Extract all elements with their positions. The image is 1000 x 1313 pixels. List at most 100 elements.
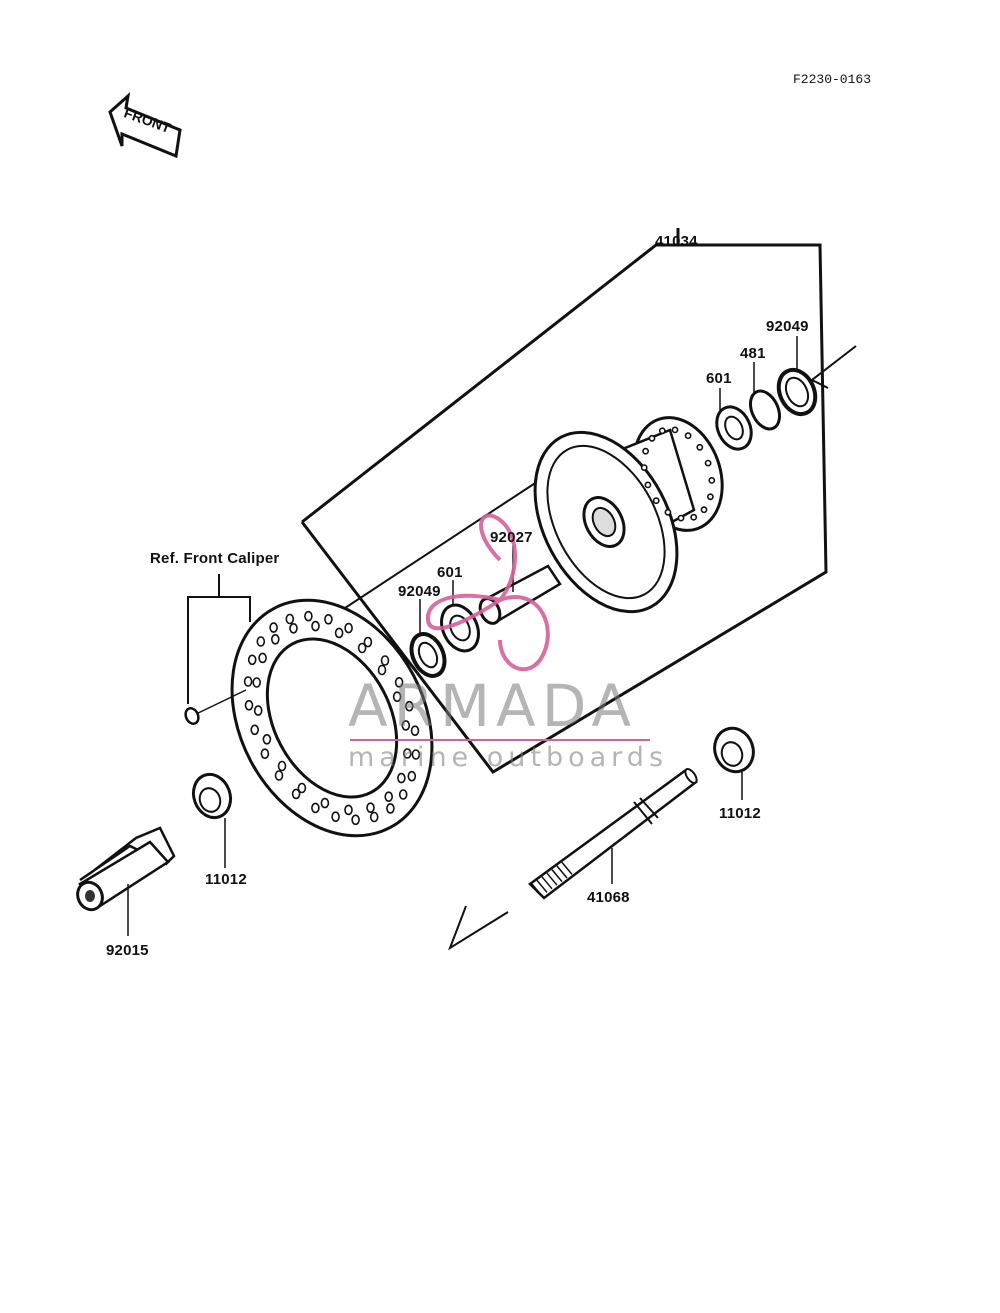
disc-hole — [277, 760, 287, 772]
disc-hole — [404, 700, 414, 712]
part-label-601-right: 601 — [706, 370, 732, 387]
part-label-601-left: 601 — [437, 564, 463, 581]
watermark-tagline: marine outboards — [348, 742, 669, 773]
disc-hole — [304, 610, 313, 622]
hub-hole — [658, 427, 666, 435]
axle-41068 — [528, 768, 698, 900]
hub-hole — [707, 493, 714, 501]
axis-line — [344, 471, 553, 609]
hub-hole — [640, 464, 648, 471]
disc-hole — [334, 627, 344, 639]
circlip-481 — [748, 389, 782, 431]
disc-hole — [344, 804, 353, 816]
axle-thread-line — [561, 861, 573, 875]
brake-disc — [230, 598, 434, 838]
disc-hole — [363, 636, 373, 648]
disc-hole — [386, 803, 395, 814]
hub-hole — [664, 508, 672, 516]
bearing-601-right — [715, 405, 753, 451]
axle-thread-line — [551, 869, 563, 883]
collar-11012-left — [191, 772, 233, 868]
axle-thread-line — [541, 876, 553, 890]
disc-hole — [311, 620, 320, 632]
disc-hole — [311, 802, 320, 814]
disc-hole — [297, 782, 307, 794]
hub-hole — [648, 434, 656, 442]
seal-92049-top — [776, 367, 818, 417]
disc-hole — [344, 622, 353, 634]
part-label-11012-right: 11012 — [719, 805, 761, 822]
axle-thread-line — [556, 865, 568, 879]
disc-hole — [269, 622, 278, 633]
disc-hole — [351, 814, 360, 826]
hub-hole — [644, 481, 652, 489]
disc-hole — [256, 636, 266, 647]
disc-hole — [377, 664, 387, 676]
hub-hole — [708, 476, 716, 484]
disc-hole — [411, 749, 421, 760]
direction-marker-top — [810, 345, 857, 389]
disc-hole — [285, 613, 295, 625]
part-label-92049-top: 92049 — [766, 318, 809, 335]
part-label-92015: 92015 — [106, 942, 149, 959]
assembly-outline — [300, 228, 828, 774]
disc-hole — [392, 691, 402, 703]
part-label-41034: 41034 — [655, 233, 698, 250]
disc-hole — [244, 699, 254, 711]
disc-hole — [366, 802, 375, 814]
disc-hole — [260, 748, 270, 760]
disc-hole — [397, 772, 406, 784]
disc-hole — [253, 705, 263, 716]
disc-hole — [258, 652, 267, 664]
part-label-41068: 41068 — [587, 889, 630, 906]
diagram-code: F2230-0163 — [793, 72, 872, 87]
disc-hole — [407, 770, 417, 782]
spacer-92027 — [478, 564, 562, 625]
hub-hole — [696, 443, 704, 451]
caliper-bolt — [184, 689, 247, 725]
hub-hole — [652, 497, 660, 505]
disc-hole — [262, 733, 272, 745]
axle-thread-line — [546, 872, 558, 886]
hub-hole — [642, 447, 649, 455]
disc-hole — [324, 613, 333, 625]
disc-hole — [243, 676, 253, 687]
hub-hole — [690, 513, 698, 521]
part-label-11012-left: 11012 — [205, 871, 247, 888]
disc-hole — [291, 788, 301, 800]
disc-hole — [289, 622, 298, 634]
hub-hole — [704, 459, 712, 467]
hub-hole — [677, 514, 685, 522]
disc-hole — [369, 811, 379, 823]
disc-hole — [252, 677, 262, 688]
part-label-92049-left: 92049 — [398, 583, 441, 600]
disc-hole — [331, 811, 340, 823]
disc-hole — [402, 748, 412, 759]
disc-hole — [247, 654, 257, 666]
disc-hole — [398, 789, 408, 800]
part-label-92027: 92027 — [490, 529, 533, 546]
seal-92049-left — [409, 632, 447, 678]
disc-hole — [401, 720, 411, 731]
axle-nut-92015 — [76, 826, 176, 936]
disc-hole — [270, 633, 280, 645]
ref-front-caliper-label: Ref. Front Caliper — [150, 550, 280, 567]
collar-11012-right — [713, 726, 755, 800]
wheel-hub — [533, 416, 724, 614]
hub-hole — [684, 432, 692, 440]
ref-bracket — [187, 574, 251, 704]
disc-hole — [410, 725, 420, 737]
hub-hole — [700, 506, 708, 514]
disc-hole — [357, 642, 367, 654]
disc-hole — [384, 791, 394, 803]
watermark-brand: ARMADA — [348, 672, 638, 740]
disc-hole — [250, 724, 259, 736]
disc-hole — [380, 655, 390, 666]
part-label-481: 481 — [740, 345, 766, 362]
disc-hole — [394, 676, 404, 688]
axle-thread-line — [536, 879, 548, 893]
axle-thread-line — [531, 883, 543, 897]
direction-marker-bottom — [448, 905, 509, 951]
